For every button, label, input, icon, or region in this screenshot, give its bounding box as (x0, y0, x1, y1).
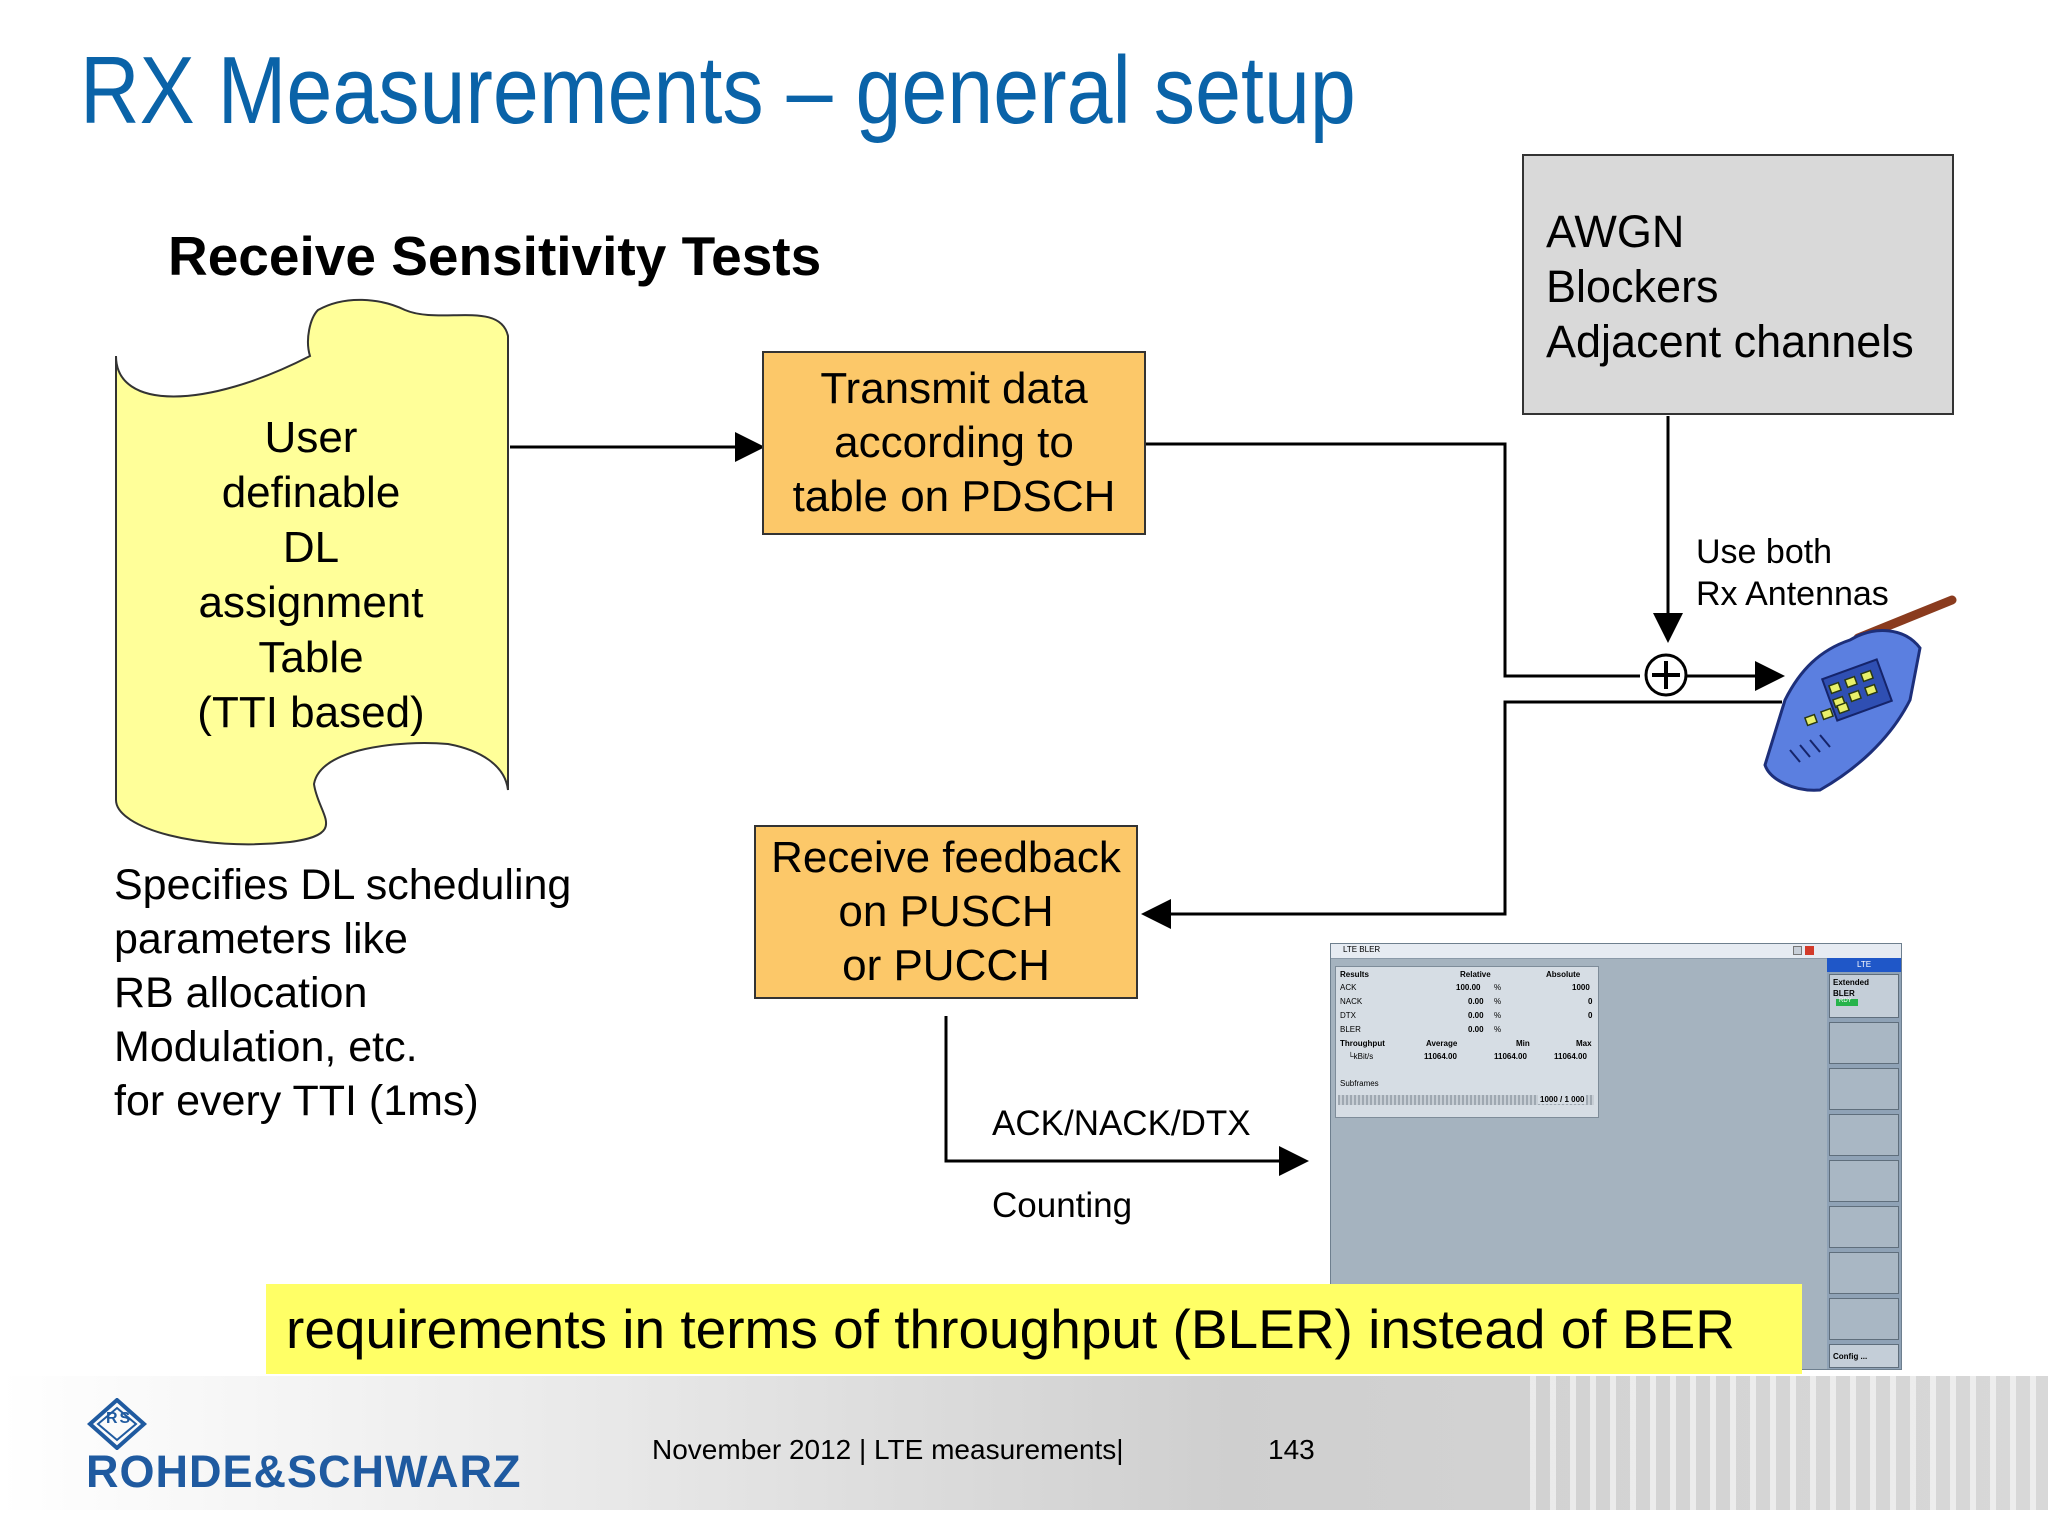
table-cell: 0.00 (1468, 1025, 1484, 1034)
config-label: Config ... (1833, 1352, 1868, 1361)
table-cell: 11064.00 (1554, 1052, 1587, 1061)
antenna-note-line: Use both (1696, 533, 1833, 571)
description-line: Modulation, etc. (114, 1023, 418, 1071)
softkey-button[interactable] (1829, 1114, 1899, 1156)
transmit-line: according to (834, 418, 1074, 467)
mobile-phone-icon (1763, 595, 1957, 792)
side-tab-lte[interactable] (1827, 958, 1901, 972)
counting-label: Counting (992, 1186, 1133, 1225)
brand-name: ROHDE&SCHWARZ (86, 1446, 522, 1497)
bler-results-table: Results Relative Absolute ACK 100.00 % 1… (1335, 966, 1599, 1118)
description-line: for every TTI (1ms) (114, 1077, 479, 1125)
document-line: definable (221, 468, 401, 517)
softkey-extended-bler[interactable]: Extended BLER RDY (1829, 974, 1899, 1018)
arrow-receive-to-screenshot (944, 1016, 1309, 1176)
logo-letters: RS (106, 1410, 133, 1427)
table-header: Max (1576, 1039, 1592, 1048)
document-scroll-shape (115, 298, 509, 846)
receive-feedback-box: Receive feedback on PUSCH or PUCCH (754, 825, 1138, 999)
table-header: Min (1516, 1039, 1530, 1048)
transmit-line: table on PDSCH (792, 472, 1116, 521)
table-header: Throughput (1340, 1039, 1385, 1048)
softkey-button[interactable] (1829, 1022, 1899, 1064)
receive-line: or PUCCH (842, 941, 1050, 990)
table-cell: 100.00 (1456, 983, 1481, 992)
line-transmit-to-combiner (1146, 442, 1640, 678)
footer-date-topic: November 2012 | LTE measurements| (652, 1434, 1124, 1465)
table-cell: % (1494, 983, 1502, 992)
softkey-label: Extended (1833, 978, 1870, 987)
arrow-phone-to-receive (1141, 700, 1782, 929)
transmit-data-box: Transmit data according to table on PDSC… (762, 351, 1146, 535)
table-cell: 11064.00 (1424, 1052, 1457, 1061)
config-button[interactable]: Config ... (1829, 1344, 1899, 1368)
rohde-schwarz-logo-icon (86, 1398, 148, 1450)
interference-line: Adjacent channels (1546, 316, 1914, 367)
softkey-panel: LTE Extended BLER RDY Config ... (1827, 958, 1901, 1369)
side-tab-label: LTE (1857, 960, 1872, 969)
rdy-badge (1836, 999, 1858, 1006)
description-line: Specifies DL scheduling (114, 861, 572, 909)
slide-title: RX Measurements – general setup (80, 37, 1356, 144)
receive-line: on PUSCH (838, 887, 1054, 936)
screenshot-titlebar (1331, 944, 1901, 959)
table-cell: 0 (1588, 1011, 1593, 1020)
softkey-button[interactable] (1829, 1252, 1899, 1294)
table-cell: 0 (1588, 997, 1593, 1006)
softkey-label: BLER (1833, 989, 1855, 998)
softkey-button[interactable] (1829, 1068, 1899, 1110)
document-line: assignment (198, 578, 424, 627)
subframes-label: Subframes (1340, 1079, 1379, 1088)
description-line: parameters like (114, 915, 408, 963)
document-line: (TTI based) (197, 688, 425, 737)
screenshot-window-title: LTE BLER (1343, 945, 1381, 954)
antenna-note: Use both Rx Antennas (1696, 531, 1889, 615)
softkey-button[interactable] (1829, 1206, 1899, 1248)
interference-box: AWGN Blockers Adjacent channels (1522, 154, 1954, 415)
table-header: Results (1340, 970, 1369, 979)
table-header: Relative (1460, 970, 1491, 979)
table-cell: BLER (1340, 1025, 1361, 1034)
table-cell: DTX (1340, 1011, 1356, 1020)
table-cell: NACK (1340, 997, 1363, 1006)
document-line: DL (282, 523, 340, 572)
requirements-banner: requirements in terms of throughput (BLE… (266, 1284, 1802, 1374)
table-cell: 11064.00 (1494, 1052, 1527, 1061)
table-header: Average (1426, 1039, 1458, 1048)
softkey-button[interactable] (1829, 1298, 1899, 1340)
rdy-label: RDY (1839, 998, 1852, 1004)
ack-nack-dtx-label: ACK/NACK/DTX (992, 1104, 1251, 1143)
slide-subtitle: Receive Sensitivity Tests (168, 225, 822, 287)
transmit-line: Transmit data (820, 364, 1088, 413)
subframes-progress-bar (1338, 1095, 1594, 1105)
scheduling-description: Specifies DL scheduling parameters like … (114, 858, 571, 1128)
subframes-value: 1000 / 1 000 (1538, 1095, 1587, 1104)
close-icon (1805, 946, 1814, 955)
table-cell: └kBit/s (1348, 1052, 1374, 1061)
table-cell: % (1494, 1011, 1502, 1020)
receive-line: Receive feedback (771, 833, 1121, 882)
description-line: RB allocation (114, 969, 368, 1017)
footer-page-number: 143 (1268, 1434, 1315, 1465)
document-line: User (264, 413, 358, 462)
interference-line: Blockers (1546, 261, 1719, 312)
interference-line: AWGN (1546, 206, 1685, 257)
document-line: Table (258, 633, 364, 682)
table-cell: ACK (1340, 983, 1357, 992)
table-cell: 0.00 (1468, 997, 1484, 1006)
antenna-note-line: Rx Antennas (1696, 575, 1889, 613)
minimize-icon (1793, 946, 1802, 955)
table-cell: % (1494, 997, 1502, 1006)
softkey-button[interactable] (1829, 1160, 1899, 1202)
table-cell: % (1494, 1025, 1502, 1034)
table-cell: 1000 (1572, 983, 1590, 992)
table-header: Absolute (1546, 970, 1581, 979)
document-text: User definable DL assignment Table (TTI … (150, 410, 472, 740)
footer-stripes (1530, 1376, 2048, 1510)
table-cell: 0.00 (1468, 1011, 1484, 1020)
